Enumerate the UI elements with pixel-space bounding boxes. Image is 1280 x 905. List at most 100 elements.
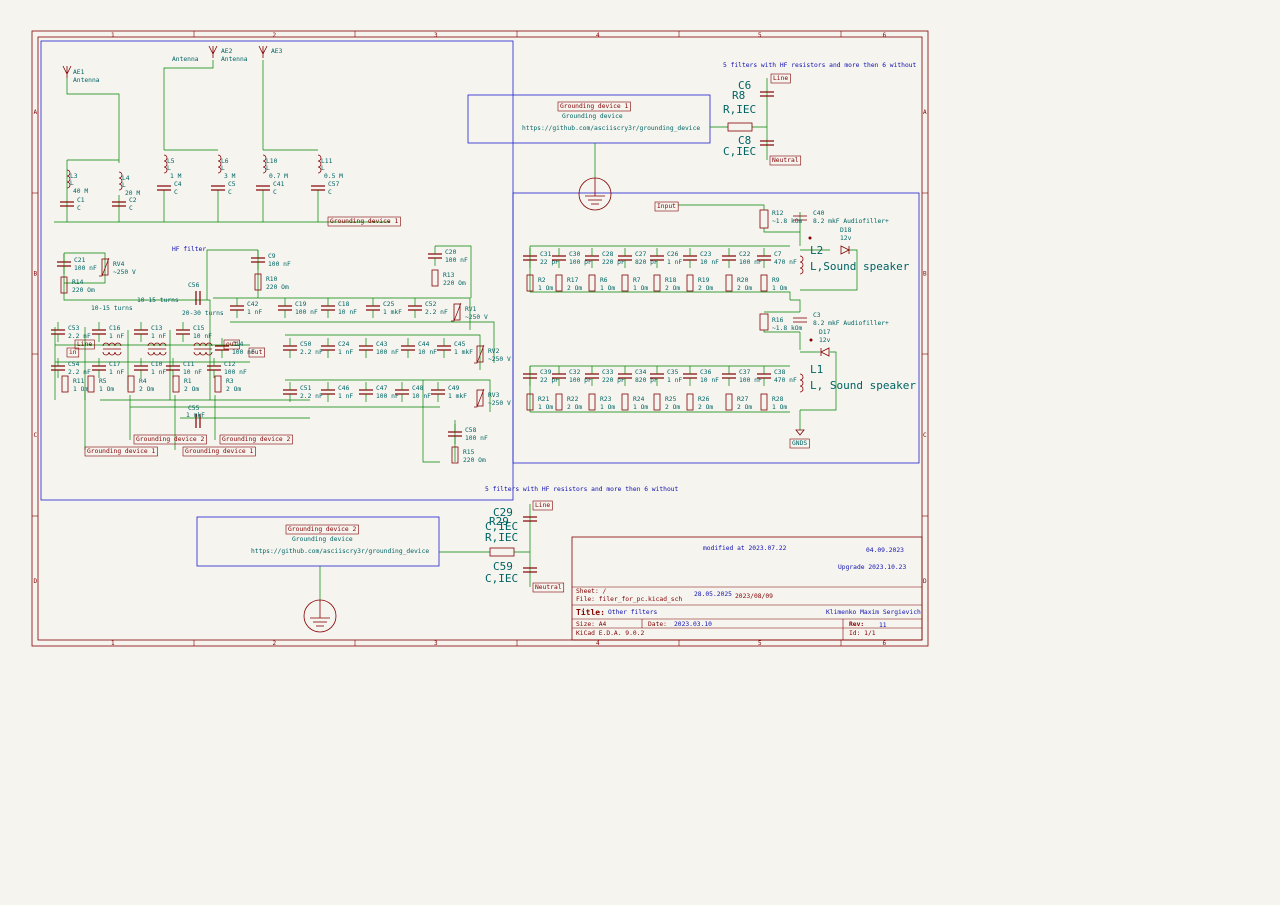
res-ref: R13 — [443, 272, 455, 279]
label-box — [219, 434, 293, 445]
note-turns-b: 10-15 turns — [137, 297, 179, 304]
label-in: in — [69, 349, 77, 356]
label-gd1-top: Grounding device 1 — [330, 218, 398, 225]
c3-ref: C3 — [813, 312, 821, 319]
label-box — [770, 73, 791, 84]
cap-value: 1 nF — [667, 259, 682, 266]
inductor-value: 1 M — [170, 173, 182, 180]
cap-value: 470 nF — [774, 259, 797, 266]
cap-ref: C7 — [774, 251, 782, 258]
ae2-ref: AE2 — [221, 48, 233, 55]
frame-col-bottom: 1 — [111, 640, 115, 647]
c59-text: C,IEC — [485, 572, 518, 585]
cap-ref: C57 — [328, 181, 340, 188]
res-value: 1 Om — [538, 285, 553, 292]
res-ref: R6 — [600, 277, 608, 284]
res-ref: R20 — [737, 277, 749, 284]
cap-ref: C23 — [700, 251, 712, 258]
frame-grid-ticks — [32, 31, 928, 646]
tb-rev-val: 11 — [879, 622, 887, 629]
frame-col-top: 3 — [434, 32, 438, 39]
cap-value: 1 mkF — [448, 393, 467, 400]
c40-ref: C40 — [813, 210, 825, 217]
ae1-val: Antenna — [73, 77, 100, 84]
resistor-r7: R71 Om — [621, 274, 648, 292]
res-value: 1 Om — [99, 386, 114, 393]
resistor-r4: R42 Om — [127, 375, 154, 393]
cap-ref: C12 — [224, 361, 236, 368]
capacitors-iec — [523, 91, 774, 573]
frame-row-right: D — [923, 578, 927, 585]
resistor-r6: R61 Om — [588, 274, 615, 292]
tb-upgrade: Upgrade 2023.10.23 — [838, 564, 906, 571]
antenna-1 — [62, 65, 72, 78]
cap-ref: C24 — [338, 341, 350, 348]
cap-value: 100 nF — [465, 435, 488, 442]
label-box — [532, 500, 553, 511]
res-ref: R15 — [463, 449, 475, 456]
ground-symbol-1 — [578, 177, 612, 211]
label-box — [223, 339, 240, 350]
res-value: 1 Om — [772, 285, 787, 292]
cap-ref: C11 — [183, 361, 195, 368]
cap-ref: C28 — [602, 251, 614, 258]
cap-ref: C48 — [412, 385, 424, 392]
res-value: 2 Om — [665, 285, 680, 292]
frame-col-bottom: 2 — [273, 640, 277, 647]
tb-tool: KiCad E.D.A. 9.0.2 — [576, 630, 644, 637]
cap-value: 100 nF — [295, 309, 318, 316]
cap-value: 1 mkF — [454, 349, 473, 356]
cap-ref: C1 — [77, 197, 85, 204]
res-value: 220 Om — [463, 457, 486, 464]
res-ref: R22 — [567, 396, 579, 403]
antenna-2 — [208, 45, 218, 58]
frame-col-bottom: 3 — [434, 640, 438, 647]
res-value: 2 Om — [665, 404, 680, 411]
drawing-frame — [31, 30, 929, 647]
res-ref: R9 — [772, 277, 780, 284]
tb-file: File: filer_for_pc.kicad_sch — [576, 596, 682, 603]
d17-val: 12v — [819, 337, 831, 344]
label-gd2-a: Grounding device 2 — [136, 436, 204, 443]
res-ref: R24 — [633, 396, 645, 403]
cap-ref: C45 — [454, 341, 466, 348]
res-ref: R14 — [72, 279, 84, 286]
r29-ref: R29 — [489, 515, 509, 528]
capacitor-c56: C56 — [188, 282, 201, 305]
cap-ref: C54 — [68, 361, 80, 368]
r12-ref: R12 — [772, 210, 784, 217]
inductor-type: L — [321, 165, 325, 172]
label-out-1: out — [226, 341, 238, 348]
cap-ref: C31 — [540, 251, 552, 258]
c29-ref: C29 — [493, 506, 513, 519]
diode-d18 — [840, 245, 850, 255]
c6-ref: C6 — [738, 79, 751, 92]
rv-ref: RV1 — [465, 306, 477, 313]
tb-d2: 2023/08/09 — [735, 593, 773, 600]
res-ref: R21 — [538, 396, 550, 403]
frame-col-bottom: 6 — [883, 640, 887, 647]
cap-value: 10 nF — [700, 259, 719, 266]
cap-value: 1 nF — [667, 377, 682, 384]
cap-value: 10 nF — [418, 349, 437, 356]
gb1-url: https://github.com/asciiscry3r/grounding… — [522, 125, 700, 132]
